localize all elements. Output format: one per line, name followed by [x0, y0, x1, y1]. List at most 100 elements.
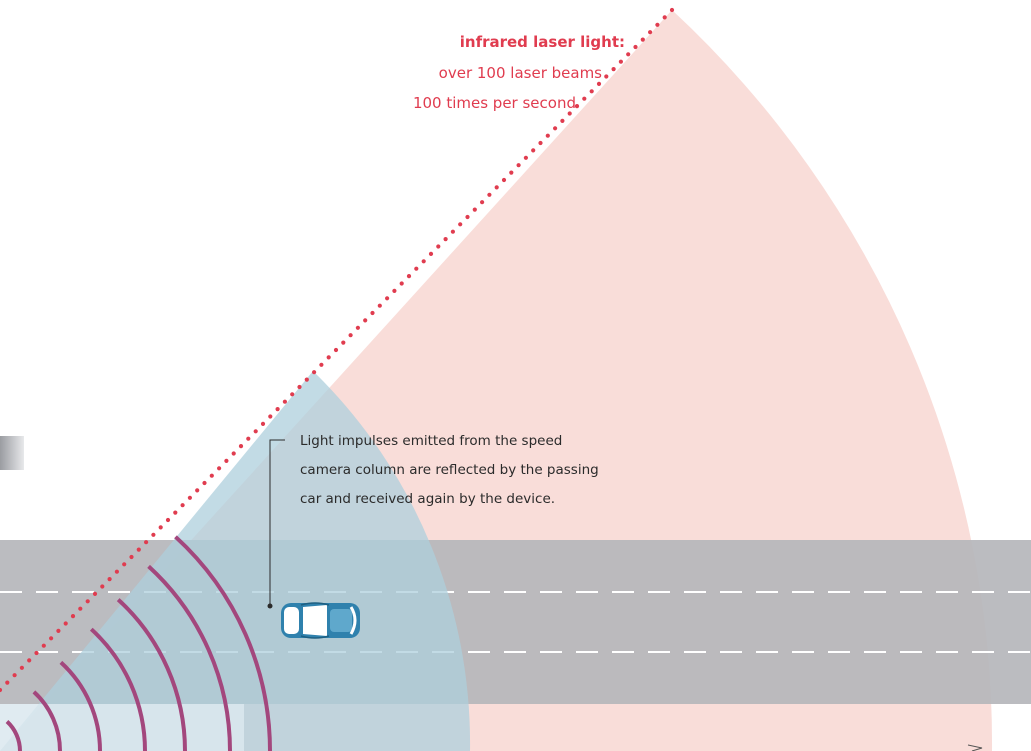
arrow-mark: [967, 744, 983, 751]
laser-dot: [92, 591, 98, 597]
laser-dot: [399, 281, 404, 286]
laser-dot: [523, 155, 529, 160]
laser-dot: [195, 488, 200, 493]
laser-dot: [626, 52, 631, 57]
laser-dot: [319, 362, 324, 367]
laser-dot: [618, 59, 624, 64]
laser-dot: [545, 133, 550, 138]
laser-dot: [487, 192, 492, 197]
laser-dot: [312, 370, 317, 375]
laser-dot: [648, 30, 653, 35]
laser-dot: [538, 140, 543, 146]
laser-dot: [173, 510, 178, 515]
laser-dot: [100, 584, 105, 589]
laser-dot: [282, 399, 287, 404]
detection-fan: [0, 371, 471, 751]
laser-label-title: infrared laser light:: [460, 33, 625, 51]
laser-dot: [421, 259, 426, 264]
laser-dot: [436, 244, 441, 249]
laser-dot: [428, 251, 434, 256]
car-icon: [281, 602, 360, 639]
wave-arc: [174, 535, 272, 751]
laser-dot: [553, 126, 558, 131]
laser-dot: [392, 288, 397, 293]
laser-dot: [136, 547, 141, 552]
laser-dot: [41, 643, 46, 648]
laser-dot: [589, 89, 594, 94]
laser-dot: [246, 436, 251, 441]
laser-dot: [472, 207, 477, 212]
laser-dot: [509, 170, 514, 175]
laser-dot: [633, 44, 638, 50]
speed-camera-column-icon: [0, 436, 24, 470]
laser-dot: [49, 636, 54, 641]
laser-dot: [12, 673, 17, 678]
callout-line-1: Light impulses emitted from the speed: [300, 433, 562, 449]
laser-dot: [494, 185, 499, 190]
laser-dot: [304, 377, 309, 382]
laser-dot: [655, 22, 660, 27]
laser-dot: [341, 340, 346, 345]
laser-dot: [224, 458, 229, 463]
wave-arc: [59, 660, 102, 751]
laser-dot: [406, 274, 412, 279]
laser-dot: [516, 163, 521, 168]
laser-dot: [85, 599, 90, 604]
laser-dot: [531, 148, 536, 153]
laser-dot: [122, 562, 127, 567]
wave-arc: [147, 564, 232, 751]
laser-dot: [385, 296, 390, 301]
laser-dot: [567, 111, 572, 116]
laser-dot: [662, 15, 667, 20]
laser-dot: [333, 347, 339, 353]
laser-dot: [231, 451, 236, 456]
laser-dot: [114, 569, 119, 574]
laser-dot: [260, 421, 266, 426]
laser-dot: [209, 473, 214, 478]
wave-arc: [5, 720, 22, 751]
laser-dot: [450, 229, 455, 234]
laser-dot: [63, 621, 68, 626]
laser-dot: [348, 333, 353, 338]
reflected-wave-arcs: [5, 535, 272, 751]
laser-dot: [27, 658, 32, 663]
laser-dot: [19, 665, 24, 670]
laser-dot: [187, 495, 192, 500]
wave-arc: [32, 690, 62, 751]
wave-arc: [116, 598, 187, 751]
laser-dot: [458, 222, 463, 227]
laser-dot: [275, 407, 280, 412]
laser-label-frequency: 100 times per second: [413, 94, 576, 112]
laser-dot: [158, 525, 163, 530]
laser-dot: [669, 7, 675, 13]
laser-dot: [465, 214, 470, 220]
laser-dot: [414, 266, 419, 271]
laser-dot: [56, 628, 61, 634]
laser-dot: [443, 237, 448, 242]
callout-line-2: camera column are reflected by the passi…: [300, 462, 599, 478]
laser-dot: [596, 81, 602, 86]
laser-dot: [0, 687, 3, 693]
laser-dot: [363, 318, 368, 323]
laser-dot: [238, 444, 244, 449]
laser-dot: [34, 650, 39, 656]
laser-dot: [5, 680, 10, 685]
laser-dot: [480, 200, 485, 205]
laser-dot: [165, 517, 171, 523]
laser-dot: [290, 392, 295, 397]
laser-dot: [611, 67, 616, 72]
callout-line-3: car and received again by the device.: [300, 491, 555, 507]
laser-dot: [217, 466, 222, 471]
laser-dot: [180, 503, 185, 508]
laser-dot: [297, 384, 302, 390]
laser-dot: [144, 540, 149, 545]
laser-dot: [253, 429, 258, 434]
laser-dot: [582, 96, 587, 101]
laser-dot: [574, 104, 580, 109]
callout-leader: [267, 439, 285, 609]
detection-fan-near-zone: [0, 704, 244, 751]
laser-dot: [151, 532, 156, 537]
laser-beam-dots: [0, 7, 675, 693]
laser-dot: [604, 74, 609, 79]
laser-label-beams: over 100 laser beams: [439, 64, 603, 82]
